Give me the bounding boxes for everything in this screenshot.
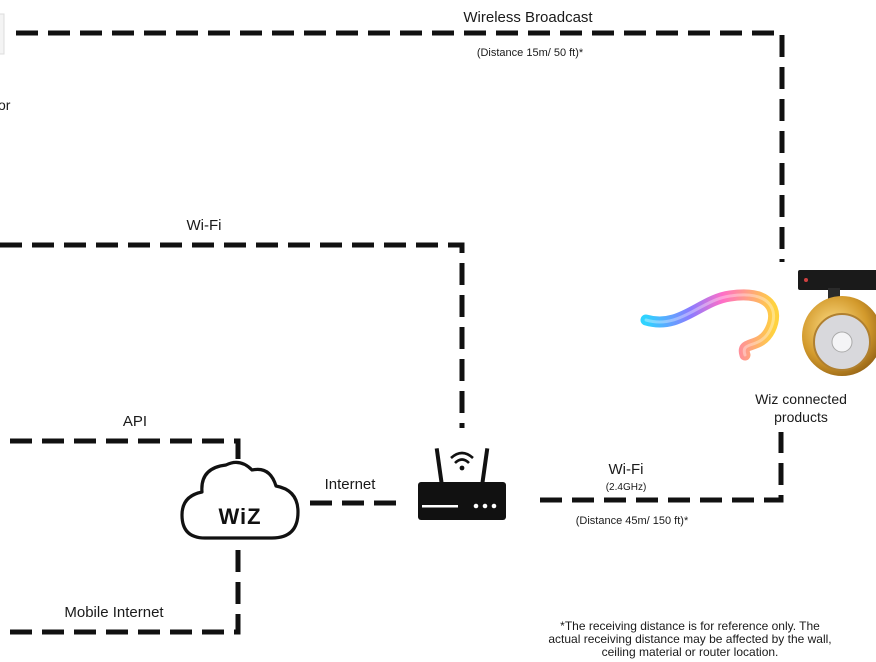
api-line — [10, 438, 241, 466]
wifi-router-label: Wi-Fi — [609, 461, 644, 478]
footnote-line-1: *The receiving distance is for reference… — [560, 619, 820, 633]
track-spotlight-image — [798, 270, 876, 376]
mobile-internet-label: Mobile Internet — [64, 604, 164, 621]
left-cut-text: or — [0, 97, 11, 113]
wireless-broadcast-label: Wireless Broadcast — [463, 9, 593, 26]
wireless-broadcast-line — [16, 30, 785, 262]
products-label-line1: Wiz connected — [755, 391, 847, 407]
cut-off-box — [0, 13, 5, 55]
footnote-line-3: ceiling material or router location. — [601, 645, 779, 659]
footnote: *The receiving distance is for reference… — [520, 620, 860, 659]
mobile-internet-line — [10, 550, 241, 635]
internet-label: Internet — [325, 476, 377, 493]
api-label: API — [123, 413, 147, 430]
wireless-broadcast-distance: (Distance 15m/ 50 ft)* — [477, 47, 584, 59]
footnote-line-2: actual receiving distance may be affecte… — [548, 632, 832, 646]
led-strip-image — [640, 289, 780, 361]
wifi-router-distance: (Distance 45m/ 150 ft)* — [576, 515, 689, 527]
wifi-top-label: Wi-Fi — [187, 217, 222, 234]
wiz-logo: WiZ — [218, 504, 261, 529]
wifi-top-line — [0, 242, 465, 428]
router-icon — [418, 448, 506, 520]
wifi-router-line — [540, 432, 784, 503]
cloud-icon: WiZ — [180, 460, 300, 540]
products-label-line2: products — [774, 409, 828, 425]
wifi-router-band: (2.4GHz) — [606, 482, 647, 493]
